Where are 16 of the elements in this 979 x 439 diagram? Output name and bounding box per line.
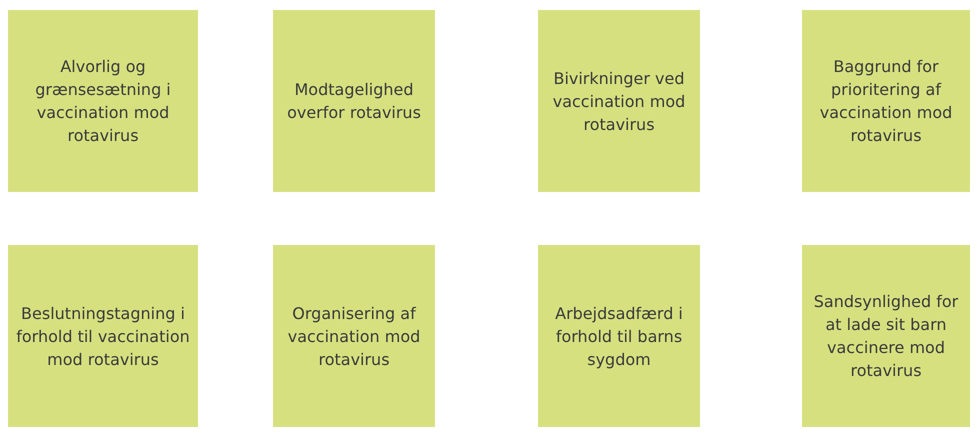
note-text: Bivirkninger ved vaccination mod rotavirus [552,68,686,136]
note-box [802,10,970,192]
note-text: Arbejdsadfærd i forhold til barns sygdom [554,302,684,370]
note-box [8,10,198,192]
note-box [273,245,435,427]
note-box [538,245,700,427]
note-box [802,245,970,427]
note-text: Beslutningstagning i forhold til vaccination mod rotavirus [15,302,191,370]
note-text: Sandsynlighed for at lade sit barn vaccinere mod rotavirus [812,291,960,382]
note-text: Alvorlig og grænsesætning i vaccination mod rotavirus [34,56,172,147]
note-box [538,10,700,192]
note-box [8,245,198,427]
note-box [273,10,435,192]
note-text: Organisering af vaccination mod rotavirus [286,302,422,370]
note-text: Modtagelighed overfor rotavirus [286,79,422,124]
note-text: Baggrund for prioritering af vaccination mod rotavirus [818,56,954,147]
